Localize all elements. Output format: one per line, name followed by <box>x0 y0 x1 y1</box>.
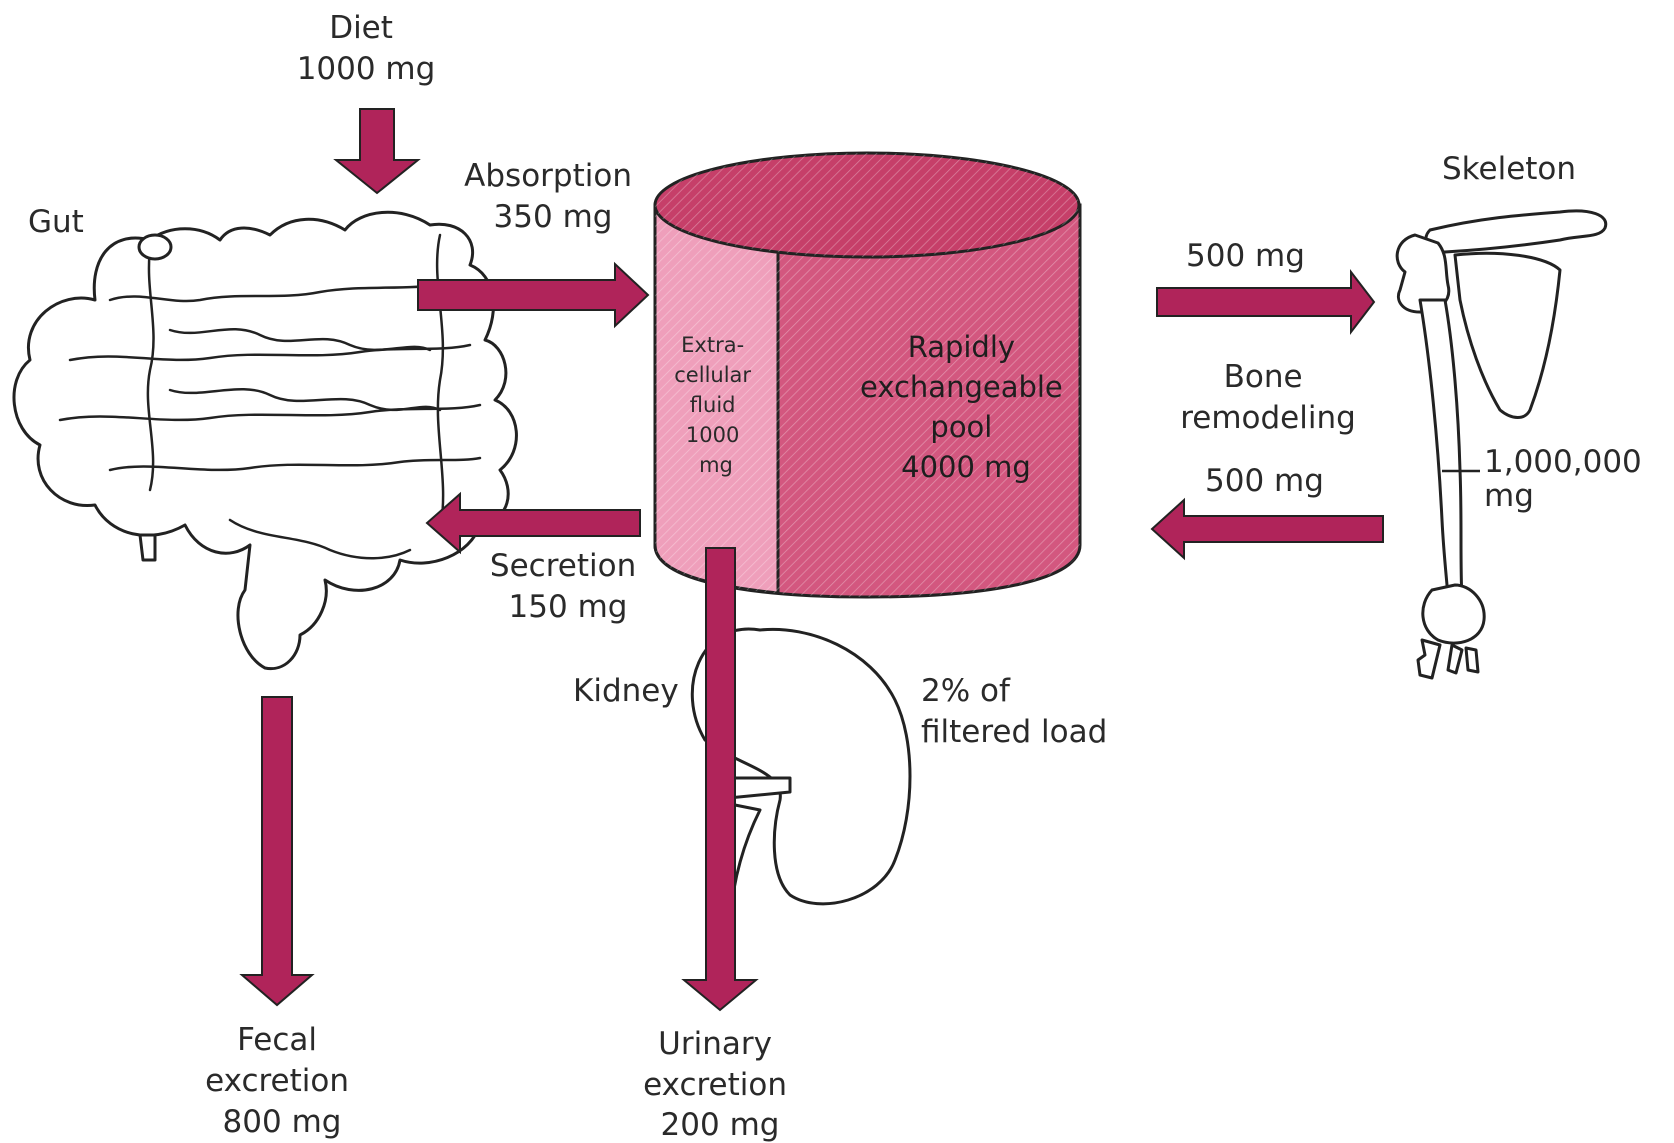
kidney-label: Kidney <box>573 673 679 709</box>
urinary-excretion-label: Urinary excretion 200 mg <box>643 1026 797 1143</box>
to-bone-arrow <box>1157 272 1374 332</box>
to-bone-label: 500 mg <box>1186 238 1305 274</box>
diet-label: Diet 1000 mg <box>297 10 436 87</box>
skeleton-label: Skeleton <box>1442 151 1576 187</box>
fecal-excretion-arrow <box>242 697 312 1005</box>
from-bone-label: 500 mg <box>1205 463 1324 499</box>
filtered-load-label: 2% of filtered load <box>921 673 1107 750</box>
fecal-excretion-label: Fecal excretion 800 mg <box>205 1022 359 1140</box>
from-bone-arrow <box>1152 500 1383 558</box>
skeleton-amount-label: 1,000,000 mg <box>1484 444 1652 514</box>
secretion-arrow <box>427 494 640 552</box>
gut-label: Gut <box>28 204 84 240</box>
diet-arrow <box>336 109 418 193</box>
secretion-label: Secretion 150 mg <box>490 548 646 625</box>
absorption-label: Absorption 350 mg <box>464 158 642 235</box>
bone-remodeling-label: Bone remodeling <box>1180 359 1356 436</box>
